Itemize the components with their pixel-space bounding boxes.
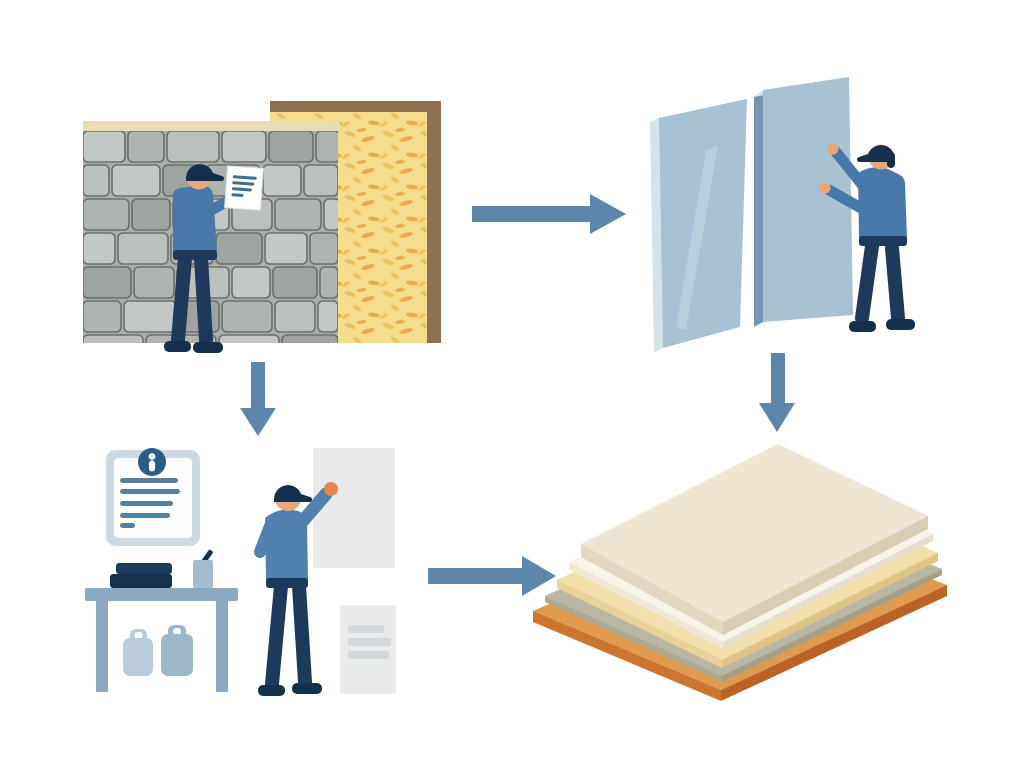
cap xyxy=(856,145,895,163)
stone-wall xyxy=(83,121,340,343)
torso xyxy=(858,167,907,238)
worker-installing xyxy=(819,143,915,332)
alert-badge-icon xyxy=(138,448,166,476)
sheet-with-text xyxy=(340,605,396,694)
wall-top-strip xyxy=(83,121,340,131)
worker-placing-sheet xyxy=(254,482,338,696)
wall-panel-right xyxy=(754,77,853,327)
container-dark xyxy=(161,625,193,676)
stacked-box-lower xyxy=(110,574,172,588)
torso xyxy=(265,509,308,580)
arrow-step1-to-step3 xyxy=(240,362,276,436)
arrow-step1-to-step2 xyxy=(472,194,626,234)
stacked-box-upper xyxy=(116,563,172,574)
torso xyxy=(172,185,217,252)
step-survey-stone-wall xyxy=(83,101,441,353)
arrow-step3-to-step4 xyxy=(428,556,556,596)
cap xyxy=(274,485,313,503)
wall-panel-left xyxy=(650,99,747,352)
arrow-step2-to-step4 xyxy=(759,353,795,432)
sheet-on-wall xyxy=(313,448,395,568)
cap xyxy=(186,164,225,182)
step-layered-boards xyxy=(533,444,947,701)
document-paper xyxy=(224,165,264,211)
work-table xyxy=(85,549,238,692)
worker-surveying xyxy=(164,164,264,353)
hand xyxy=(324,482,338,496)
step-install-panels xyxy=(650,77,915,352)
container-light xyxy=(123,629,153,676)
specification-card xyxy=(106,448,200,546)
board-layer-cream xyxy=(581,444,928,635)
cup-with-tool xyxy=(193,549,213,588)
step-prepare-documents xyxy=(85,448,396,696)
